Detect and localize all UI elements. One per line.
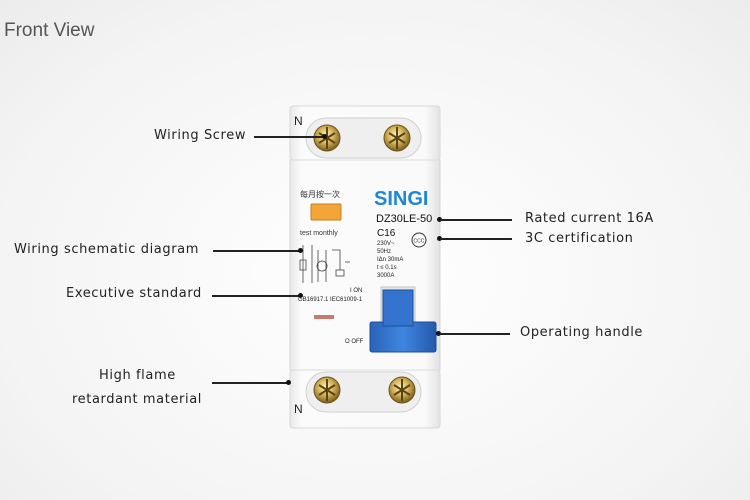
terminal-top-letter: N — [294, 114, 303, 128]
test-button — [310, 203, 342, 221]
brand-logo: SINGI — [374, 188, 428, 210]
rating-text: C16 — [377, 228, 396, 239]
leader-dot-operating-handle — [436, 331, 441, 336]
leader-line-certification — [440, 238, 512, 240]
off-label: O OFF — [345, 339, 364, 345]
voltage-text: 230V~ — [377, 241, 395, 247]
terminal-bottom-letter: N — [294, 402, 303, 416]
leader-dot-wiring-schematic — [298, 248, 303, 253]
label-flame-line2: retardant material — [72, 392, 202, 407]
leader-dot-flame — [286, 380, 291, 385]
label-operating-handle: Operating handle — [520, 325, 644, 340]
leader-line-rated-current — [440, 219, 512, 221]
trip-indicator — [314, 315, 334, 319]
on-label: I ON — [350, 288, 362, 294]
leader-line-flame — [212, 382, 288, 384]
model-number: DZ30LE-50 — [376, 213, 432, 225]
ccc-mark — [411, 232, 427, 248]
leader-dot-executive-standard — [298, 293, 303, 298]
leader-line-operating-handle — [439, 333, 510, 335]
label-wiring-screw: Wiring Screw — [154, 128, 247, 143]
residual-current-text: IΔn 30mA — [377, 257, 403, 263]
monthly-test-chinese: 每月按一次 — [300, 189, 340, 199]
label-flame-line1: High flame — [99, 368, 176, 383]
leader-line-wiring-screw — [254, 136, 324, 138]
leader-line-executive-standard — [212, 295, 300, 297]
label-wiring-schematic: Wiring schematic diagram — [14, 242, 199, 257]
frequency-text: 50Hz — [377, 249, 391, 255]
label-executive-standard: Executive standard — [66, 286, 202, 301]
page-title: Front View — [4, 20, 95, 41]
leader-dot-rated-current — [437, 217, 442, 222]
leader-dot-certification — [437, 236, 442, 241]
breaking-capacity-text: 3000A — [377, 273, 394, 279]
trip-time-text: t ≤ 0.1s — [377, 265, 397, 271]
leader-line-wiring-schematic — [213, 250, 300, 252]
test-monthly-text: test monthly — [300, 230, 338, 237]
label-certification: 3C certification — [525, 231, 634, 246]
svg-text:CCC: CCC — [414, 239, 425, 245]
wiring-schematic — [299, 245, 350, 283]
leader-dot-wiring-screw — [322, 134, 327, 139]
standard-text: GB16917.1 IEC61009-1 — [298, 297, 363, 303]
label-rated-current: Rated current 16A — [525, 211, 654, 226]
